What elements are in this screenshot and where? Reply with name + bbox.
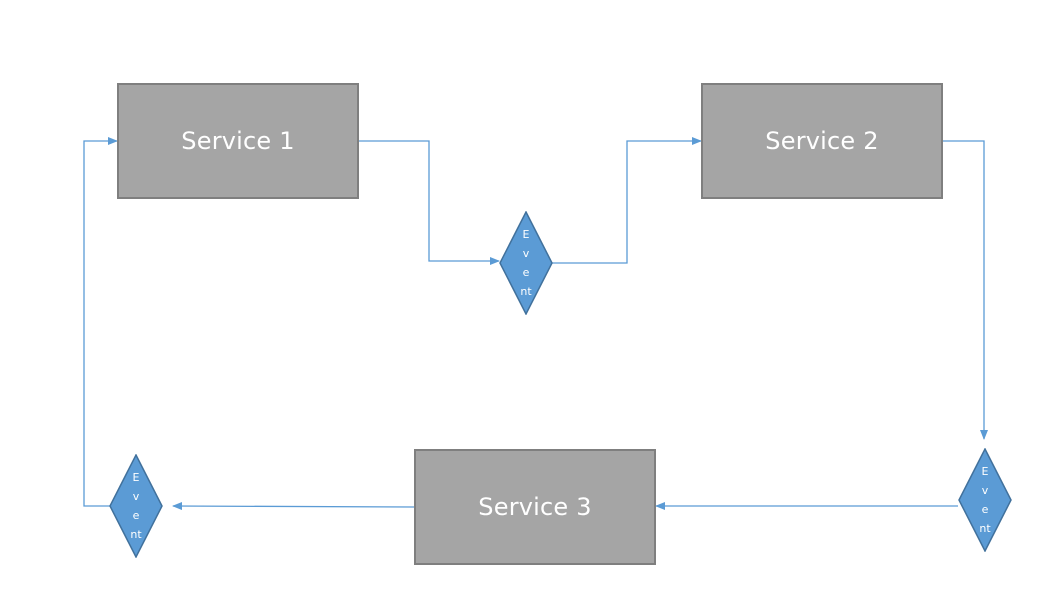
service-1-box[interactable]: Service 1 [117,83,359,199]
service-1-label: Service 1 [181,127,295,155]
event-3-diamond[interactable]: Event [109,454,163,558]
event-2-label: Event [979,465,991,535]
event-2-diamond[interactable]: Event [958,448,1012,552]
connector-service1-to-event1 [359,140,500,265]
service-2-box[interactable]: Service 2 [701,83,943,199]
service-2-label: Service 2 [765,127,879,155]
event-2-diamond-shape [958,448,1012,552]
connector-service2-to-event2 [942,140,988,440]
service-3-box[interactable]: Service 3 [414,449,656,565]
event-1-diamond-shape [499,211,553,315]
connector-event1-to-service2 [551,137,702,264]
connector-service3-to-event3 [172,502,415,511]
event-3-label: Event [130,471,142,541]
event-1-label: Event [520,228,532,298]
service-3-label: Service 3 [478,493,592,521]
connector-event3-to-service1 [83,137,118,507]
event-1-diamond[interactable]: Event [499,211,553,315]
event-3-diamond-shape [109,454,163,558]
